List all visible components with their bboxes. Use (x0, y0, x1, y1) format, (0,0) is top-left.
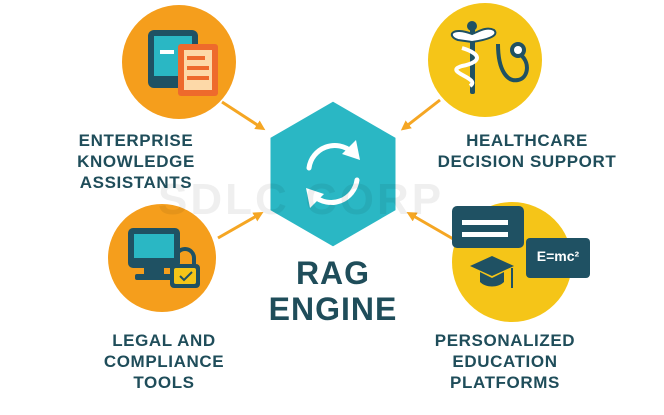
legal-label-line2: COMPLIANCE (103, 352, 225, 371)
rag-engine-hexagon (267, 98, 399, 250)
caduceus-stethoscope-icon (450, 21, 529, 94)
education-label-line1: PERSONALIZED (434, 331, 576, 350)
rag-engine-line1: RAG (295, 255, 371, 291)
arrow-enterprise-to-engine (221, 100, 266, 131)
formula-board (526, 238, 590, 278)
rag-engine-line2: ENGINE (268, 291, 398, 327)
sync-icon (306, 140, 360, 208)
arrow-legal-to-engine (217, 212, 264, 240)
enterprise-node (122, 5, 236, 119)
watermark-text: SDLC CORP (158, 175, 445, 224)
education-label: PERSONALIZED EDUCATION PLATFORMS (420, 330, 590, 393)
monitor-lock-icon (128, 228, 200, 288)
enterprise-label-line3: ASSISTANTS (79, 173, 193, 192)
education-label-line2: EDUCATION (452, 352, 558, 371)
legal-label: LEGAL AND COMPLIANCE TOOLS (94, 330, 234, 393)
chat-bubble-icon (452, 206, 524, 248)
healthcare-label-line2: DECISION SUPPORT (437, 152, 617, 171)
education-label-line3: PLATFORMS (450, 373, 560, 392)
healthcare-label: HEALTHCARE DECISION SUPPORT (424, 130, 630, 172)
arrow-healthcare-to-engine (400, 98, 441, 131)
graduation-cap-icon (470, 256, 514, 288)
enterprise-label-line1: ENTERPRISE (78, 131, 194, 150)
healthcare-node (428, 3, 542, 117)
arrow-education-to-engine (406, 211, 456, 242)
enterprise-label: ENTERPRISE KNOWLEDGE ASSISTANTS (66, 130, 206, 193)
legal-label-line3: TOOLS (133, 373, 195, 392)
connectors (217, 98, 456, 242)
enterprise-label-line2: KNOWLEDGE (77, 152, 195, 171)
formula-text: E=mc² (536, 248, 580, 264)
rag-engine-title: RAG ENGINE (258, 255, 408, 327)
legal-node (108, 204, 216, 312)
legal-label-line1: LEGAL AND (112, 331, 216, 350)
education-node (452, 202, 590, 322)
healthcare-label-line1: HEALTHCARE (466, 131, 588, 150)
laptop-document-icon (148, 30, 218, 96)
